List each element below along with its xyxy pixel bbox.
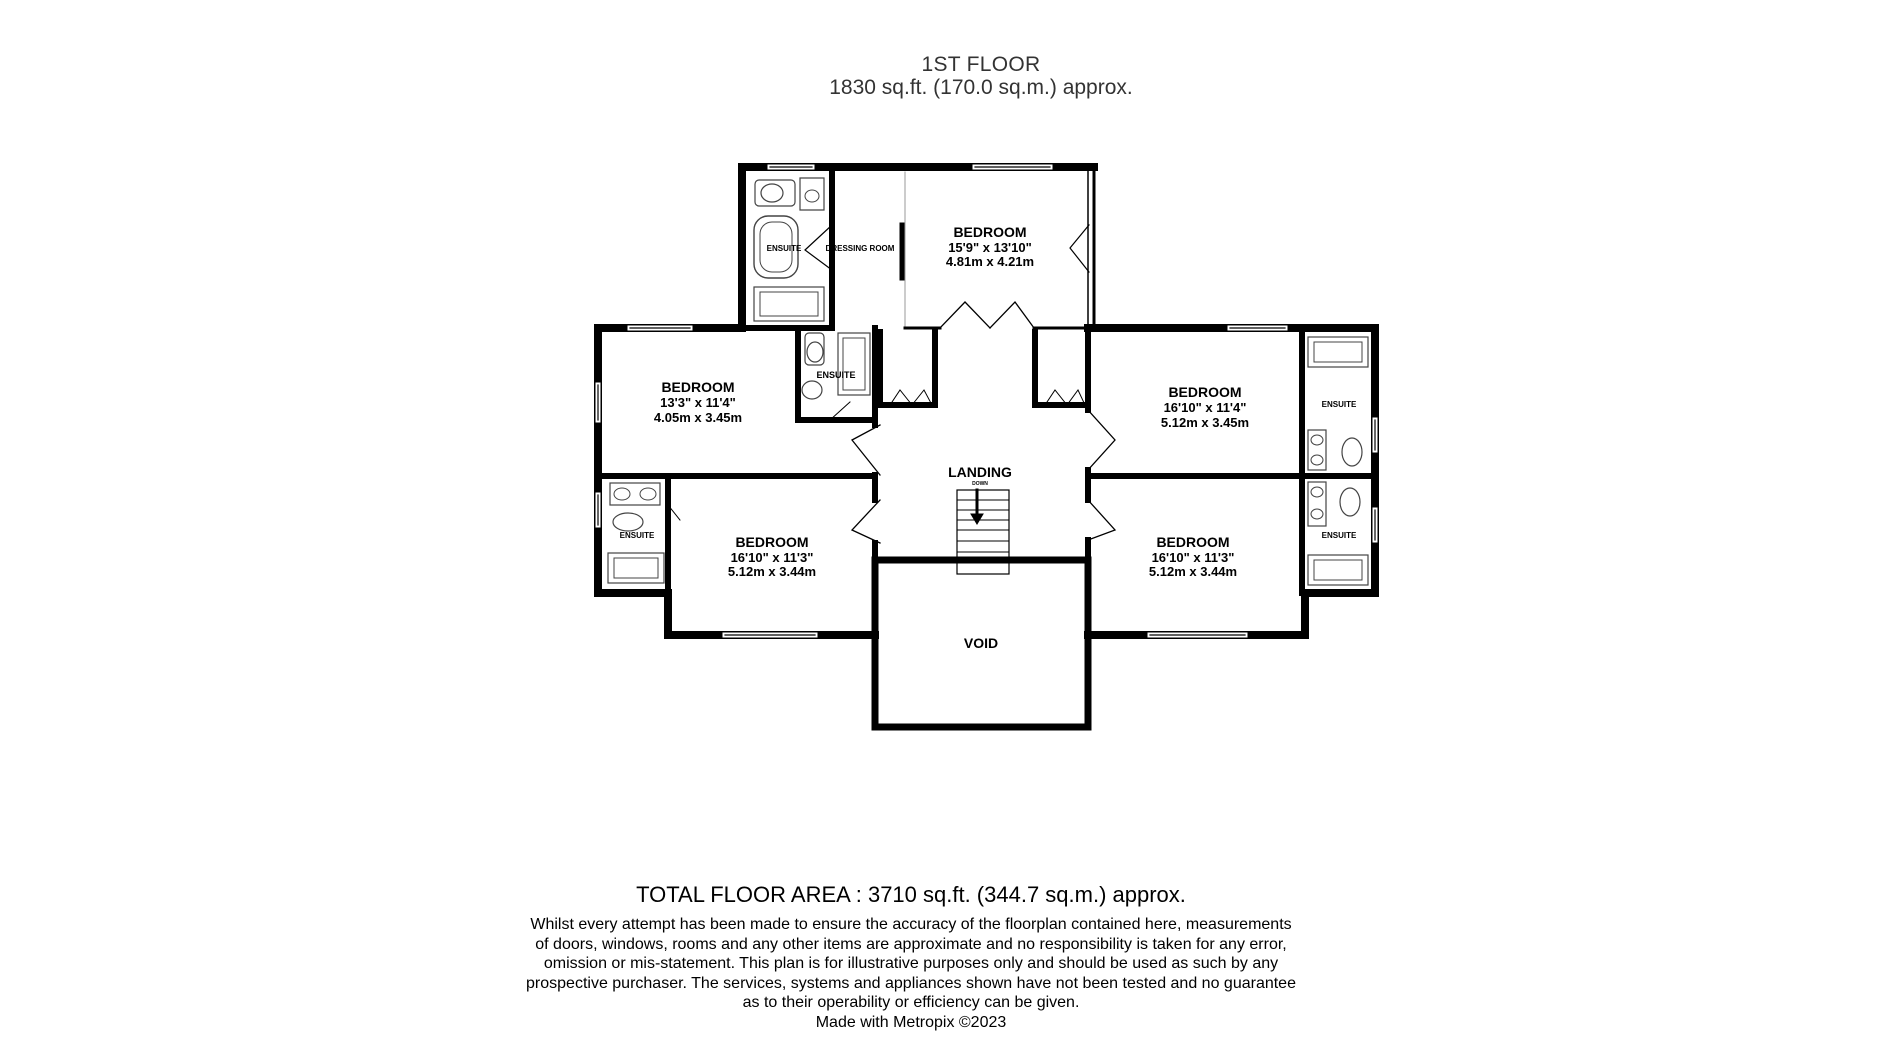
- void-label: VOID: [964, 635, 998, 651]
- stairs-down-label: DOWN: [972, 481, 988, 487]
- bedroom-2-imperial: 13'3" x 11'4": [660, 395, 736, 410]
- master-ensuite-label: ENSUITE: [767, 244, 802, 253]
- master-bedroom-imperial: 15'9" x 13'10": [948, 240, 1032, 255]
- master-bedroom-name: BEDROOM: [953, 224, 1026, 240]
- bedroom-4-name: BEDROOM: [735, 534, 808, 550]
- ensuite-5-label: ENSUITE: [1322, 531, 1357, 540]
- landing-label: LANDING: [948, 464, 1012, 480]
- disclaimer: Whilst every attempt has been made to en…: [0, 915, 1822, 1032]
- bedroom-3-metric: 5.12m x 3.45m: [1161, 415, 1249, 430]
- bedroom-2-metric: 4.05m x 3.45m: [654, 410, 742, 425]
- bedroom-5-name: BEDROOM: [1156, 534, 1229, 550]
- disclaimer-line: Whilst every attempt has been made to en…: [530, 916, 1292, 933]
- bedroom-3-imperial: 16'10" x 11'4": [1164, 400, 1247, 415]
- landing-walls: [850, 300, 1117, 731]
- bedroom-5-imperial: 16'10" x 11'3": [1152, 550, 1235, 565]
- room-labels: ENSUITE DRESSING ROOM BEDROOM 15'9" x 13…: [620, 224, 1357, 651]
- credit-line: Made with Metropix ©2023: [815, 1013, 1007, 1031]
- left-wing-walls: [594, 324, 879, 639]
- master-suite-walls: [738, 163, 1098, 332]
- ensuite-2-label: ENSUITE: [816, 370, 855, 380]
- bedroom-2-name: BEDROOM: [661, 379, 734, 395]
- disclaimer-line: omission or mis-statement. This plan is …: [543, 955, 1279, 972]
- right-wing-walls: [1084, 324, 1379, 639]
- bedroom-4-metric: 5.12m x 3.44m: [728, 564, 816, 579]
- ensuite-4-label: ENSUITE: [620, 531, 655, 540]
- disclaimer-line: of doors, windows, rooms and any other i…: [535, 935, 1287, 953]
- dressing-room-label: DRESSING ROOM: [826, 244, 895, 253]
- floor-title: 1ST FLOOR: [921, 53, 1041, 76]
- bedroom-3-name: BEDROOM: [1168, 384, 1241, 400]
- master-bedroom-metric: 4.81m x 4.21m: [946, 254, 1034, 269]
- ensuite-3-label: ENSUITE: [1322, 400, 1357, 409]
- disclaimer-line: prospective purchaser. The services, sys…: [526, 974, 1296, 992]
- bedroom-5-metric: 5.12m x 3.44m: [1149, 564, 1237, 579]
- floor-area: 1830 sq.ft. (170.0 sq.m.) approx.: [829, 76, 1133, 99]
- total-floor-area: TOTAL FLOOR AREA : 3710 sq.ft. (344.7 sq…: [636, 882, 1186, 907]
- disclaimer-line: as to their operability or efficiency ca…: [742, 994, 1080, 1011]
- bedroom-4-imperial: 16'10" x 11'3": [731, 550, 814, 565]
